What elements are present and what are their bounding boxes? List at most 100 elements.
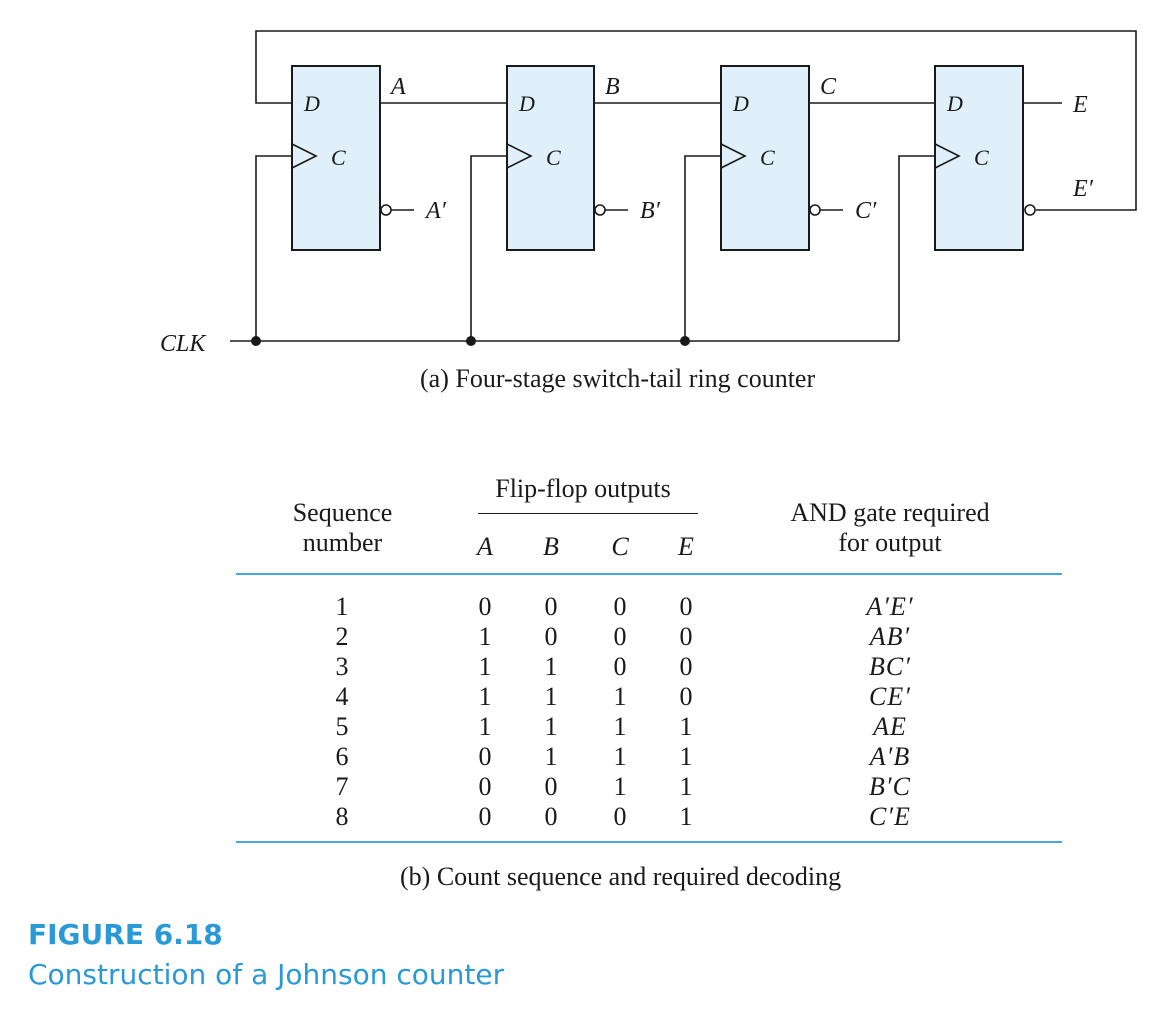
- qn-output-label: B′: [640, 198, 661, 224]
- clock-to-ff3: [684, 155, 721, 341]
- output-c-cell: 0: [613, 802, 627, 831]
- qn-output-label: A′: [424, 198, 447, 224]
- c-input-label: C: [546, 145, 561, 170]
- output-a-cell: 1: [478, 712, 492, 741]
- inverted-output-bubble: [1024, 204, 1036, 216]
- flip-flop-box: [291, 65, 381, 251]
- clock-triangle: [720, 143, 747, 169]
- sequence-cell: 8: [335, 802, 349, 831]
- column-header-a: A: [477, 532, 493, 561]
- output-a-cell: 1: [478, 652, 492, 681]
- feedback-wire: [255, 30, 1137, 211]
- flip-flop-box: [506, 65, 595, 251]
- table-row: 7 0 0 1 1 B′C: [0, 772, 1160, 802]
- output-e-cell: 0: [679, 652, 693, 681]
- sequence-cell: 2: [335, 622, 349, 651]
- flip-flop-e: D C E E′: [934, 65, 1094, 251]
- header-divider-line: [478, 513, 698, 514]
- output-a-cell: 0: [478, 592, 492, 621]
- table-row: 2 1 0 0 0 AB′: [0, 622, 1160, 652]
- output-c-cell: 0: [613, 592, 627, 621]
- output-b-cell: 0: [544, 592, 558, 621]
- and-gate-cell: AB′: [869, 622, 911, 651]
- output-e-cell: 0: [679, 592, 693, 621]
- output-c-cell: 1: [613, 682, 627, 711]
- table-row: 4 1 1 1 0 CE′: [0, 682, 1160, 712]
- clock-junction-dot: [466, 336, 476, 346]
- sequence-cell: 6: [335, 742, 349, 771]
- table-top-rule: [236, 573, 1062, 575]
- clock-to-ff1: [255, 155, 292, 341]
- inverted-output-bubble: [594, 204, 606, 216]
- table-row: 5 1 1 1 1 AE: [0, 712, 1160, 742]
- sequence-cell: 4: [335, 682, 349, 711]
- flip-flop-c: D C C C′: [720, 65, 877, 251]
- sequence-cell: 3: [335, 652, 349, 681]
- clock-triangle: [291, 143, 318, 169]
- output-e-cell: 0: [679, 682, 693, 711]
- inverted-output-bubble: [809, 204, 821, 216]
- circuit-caption: (a) Four-stage switch-tail ring counter: [420, 364, 816, 393]
- sequence-cell: 5: [335, 712, 349, 741]
- output-b-cell: 1: [544, 652, 558, 681]
- flip-flop-a: D C A A′: [291, 65, 447, 251]
- output-c-cell: 1: [613, 742, 627, 771]
- output-a-cell: 1: [478, 622, 492, 651]
- flip-flop-box: [934, 65, 1024, 251]
- table-row: 8 0 0 0 1 C′E: [0, 802, 1160, 832]
- output-c-cell: 1: [613, 712, 627, 741]
- and-gate-cell: A′E′: [866, 592, 914, 621]
- sequence-cell: 7: [335, 772, 349, 801]
- and-gate-header: AND gate required for output: [760, 498, 1020, 558]
- qn-output-label: C′: [855, 198, 877, 224]
- and-gate-cell: CE′: [869, 682, 911, 711]
- c-input-label: C: [331, 145, 346, 170]
- header-line: AND gate required: [790, 498, 990, 527]
- and-gate-cell: BC′: [869, 652, 911, 681]
- d-input-label: D: [732, 91, 749, 116]
- table-caption: (b) Count sequence and required decoding: [400, 862, 842, 891]
- output-e-cell: 1: [679, 772, 693, 801]
- figure-number: FIGURE 6.18: [28, 918, 223, 951]
- q-output-label: E: [1072, 92, 1088, 118]
- output-c-cell: 0: [613, 652, 627, 681]
- c-input-label: C: [760, 145, 775, 170]
- count-sequence-table: 1 0 0 0 0 A′E′ 2 1 0 0 0 AB′ 3 1 1 0 0 B…: [0, 592, 1160, 832]
- column-header-c: C: [611, 532, 629, 561]
- output-b-cell: 0: [544, 772, 558, 801]
- output-b-cell: 0: [544, 802, 558, 831]
- table-row: 6 0 1 1 1 A′B: [0, 742, 1160, 772]
- and-gate-cell: C′E: [869, 802, 911, 831]
- d-input-label: D: [946, 91, 963, 116]
- johnson-counter-circuit: CLK D C A A′ D C B B′ D C C C′ D C: [160, 30, 1137, 357]
- output-a-cell: 0: [478, 802, 492, 831]
- q-output-label: B: [605, 74, 620, 100]
- d-input-label: D: [518, 91, 535, 116]
- column-header-b: B: [543, 532, 559, 561]
- c-input-label: C: [974, 145, 989, 170]
- output-c-cell: 1: [613, 772, 627, 801]
- and-gate-cell: AE: [873, 712, 907, 741]
- inverted-output-bubble: [380, 204, 392, 216]
- clock-triangle: [506, 143, 533, 169]
- table-row: 1 0 0 0 0 A′E′: [0, 592, 1160, 622]
- d-input-label: D: [303, 91, 320, 116]
- clock-junction-dot: [680, 336, 690, 346]
- column-header-e: E: [678, 532, 694, 561]
- flip-flop-b: D C B B′: [506, 65, 661, 251]
- output-b-cell: 1: [544, 712, 558, 741]
- output-b-cell: 1: [544, 742, 558, 771]
- output-e-cell: 1: [679, 742, 693, 771]
- output-e-cell: 1: [679, 712, 693, 741]
- table-bottom-rule: [236, 841, 1062, 843]
- sequence-number-header: Sequence number: [270, 498, 415, 558]
- header-line: number: [302, 528, 383, 557]
- and-gate-cell: A′B: [869, 742, 911, 771]
- header-line: Sequence: [292, 498, 393, 527]
- output-e-cell: 0: [679, 622, 693, 651]
- sequence-cell: 1: [335, 592, 349, 621]
- clock-junction-dot: [251, 336, 261, 346]
- output-b-cell: 1: [544, 682, 558, 711]
- q-output-label: C: [820, 74, 837, 100]
- output-a-cell: 1: [478, 682, 492, 711]
